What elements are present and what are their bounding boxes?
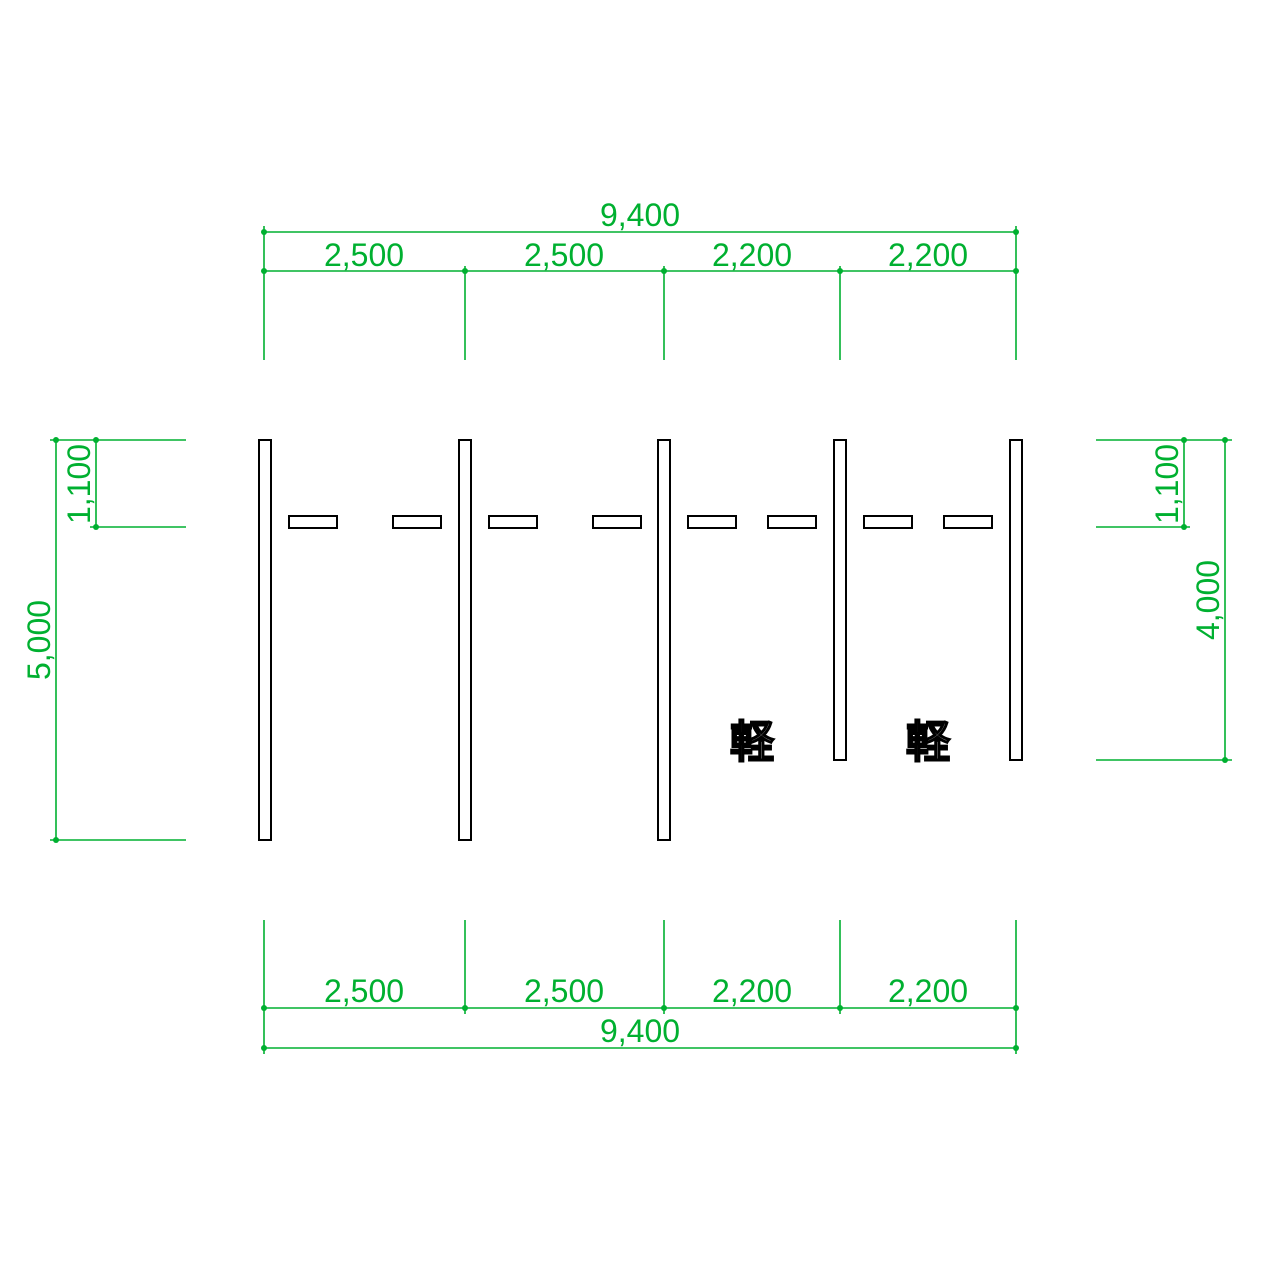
wheel-stop <box>863 515 913 529</box>
divider-line-2 <box>458 439 472 841</box>
dim-left-total: 5,000 <box>21 600 57 680</box>
divider-line-3 <box>657 439 671 841</box>
compact-car-mark-2: 軽 <box>906 717 951 768</box>
wheel-stop <box>488 515 538 529</box>
dim-bottom-segment-3: 2,200 <box>712 973 792 1009</box>
dim-bottom-segment-1: 2,500 <box>324 973 404 1009</box>
wheel-stop <box>687 515 737 529</box>
dim-top-segment-4: 2,200 <box>888 237 968 273</box>
dim-top-segment-2: 2,500 <box>524 237 604 273</box>
wheel-stop <box>392 515 442 529</box>
dim-bottom-segment-2: 2,500 <box>524 973 604 1009</box>
dim-left-small: 1,100 <box>61 444 97 524</box>
dim-top-segment-1: 2,500 <box>324 237 404 273</box>
wheel-stop <box>943 515 993 529</box>
dim-bottom-segment-4: 2,200 <box>888 973 968 1009</box>
dim-top-segment-3: 2,200 <box>712 237 792 273</box>
dimension-lines <box>50 226 1232 1054</box>
dim-right-small: 1,100 <box>1149 444 1185 524</box>
parking-structure <box>258 439 1023 841</box>
divider-line-4 <box>833 439 847 761</box>
dim-top-total: 9,400 <box>600 197 680 233</box>
divider-line-1 <box>258 439 272 841</box>
divider-line-5 <box>1009 439 1023 761</box>
dim-right-total: 4,000 <box>1190 560 1226 640</box>
wheel-stop <box>288 515 338 529</box>
compact-car-mark-1: 軽 <box>730 717 775 768</box>
dimension-ticks <box>53 229 1228 1051</box>
wheel-stop <box>767 515 817 529</box>
wheel-stop <box>592 515 642 529</box>
dim-bottom-total: 9,400 <box>600 1013 680 1049</box>
